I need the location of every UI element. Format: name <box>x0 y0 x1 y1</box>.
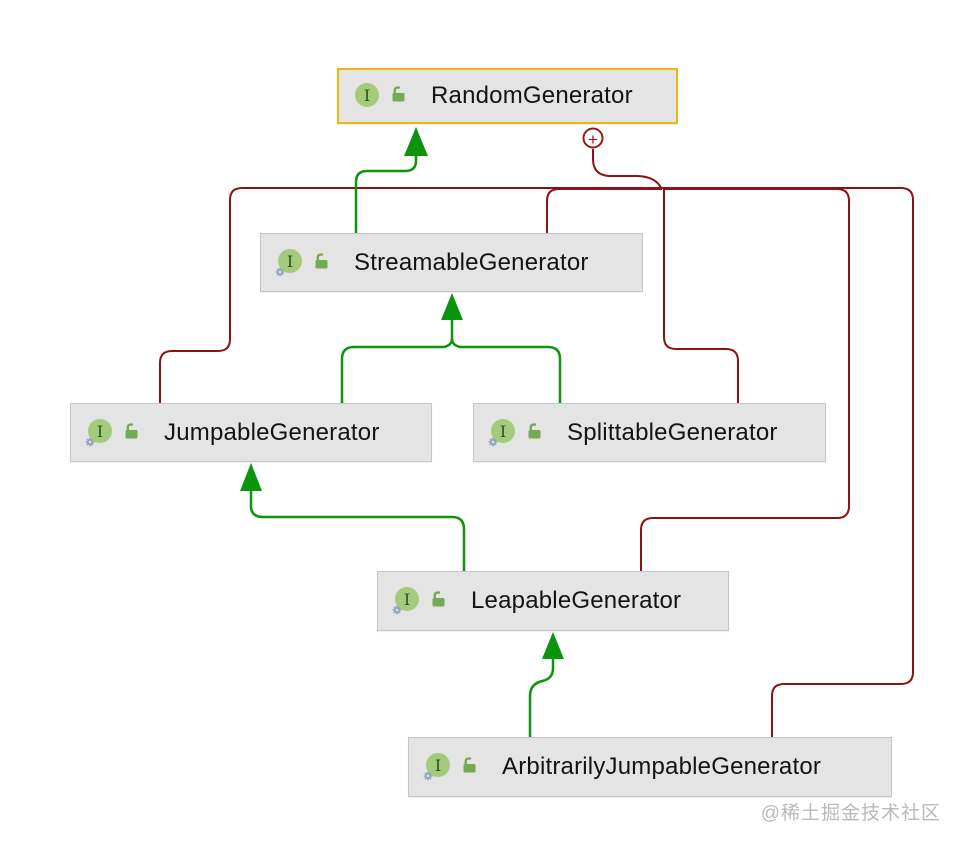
arrowhead-extends-random <box>404 127 428 156</box>
svg-text:+: + <box>588 130 598 149</box>
unlocked-icon <box>528 422 541 438</box>
node-label: LeapableGenerator <box>471 587 682 614</box>
edge-dependency-leapable-to-random <box>640 188 850 571</box>
edge-extends-jumpable-to-streamable <box>340 338 454 403</box>
expander-plus-icon[interactable]: + <box>582 127 604 150</box>
unlocked-icon <box>125 422 138 438</box>
svg-text:I: I <box>287 252 293 271</box>
node-label: ArbitrarilyJumpableGenerator <box>502 753 822 780</box>
node-label: StreamableGenerator <box>354 248 589 276</box>
gear-badge-icon <box>275 267 285 276</box>
arrowhead-extends-leapable <box>542 632 564 659</box>
gear-badge-icon <box>85 437 95 446</box>
arrowhead-extends-streamable <box>441 293 463 320</box>
edge-dependency-arbitrarilyjumpable-to-random <box>664 187 914 737</box>
interface-icon: I <box>355 83 379 107</box>
unlocked-icon <box>392 86 405 102</box>
node-arbitrarilyjumpablegenerator[interactable]: I ArbitrarilyJumpableGenerator <box>408 737 892 797</box>
node-leapablegenerator[interactable]: I LeapableGenerator <box>377 571 729 631</box>
interface-icon: I <box>85 418 112 446</box>
interface-icon: I <box>423 753 450 781</box>
node-randomgenerator[interactable]: I RandomGenerator <box>337 68 678 124</box>
gear-badge-icon <box>423 771 433 781</box>
svg-text:I: I <box>97 422 103 441</box>
node-splittablegenerator[interactable]: I SplittableGenerator <box>473 403 826 462</box>
edge-extends-arbitrarilyjumpable-to-leapable <box>528 658 555 737</box>
node-label: RandomGenerator <box>431 82 633 109</box>
unlocked-icon <box>463 757 476 773</box>
node-streamablegenerator[interactable]: I StreamableGenerator <box>260 233 643 292</box>
edge-dependency-expander-riser <box>592 149 662 189</box>
interface-icon: I <box>275 248 302 276</box>
unlocked-icon <box>315 252 328 268</box>
unlocked-icon <box>432 591 445 607</box>
edge-dependency-jumpable-to-random <box>159 187 903 403</box>
svg-text:I: I <box>364 86 370 105</box>
node-jumpablegenerator[interactable]: I JumpableGenerator <box>70 403 432 462</box>
gear-badge-icon <box>392 605 402 615</box>
svg-text:I: I <box>404 590 410 609</box>
interface-icon: I <box>392 587 419 615</box>
svg-text:I: I <box>500 422 506 441</box>
watermark: @稀土掘金技术社区 <box>760 803 941 824</box>
node-label: SplittableGenerator <box>567 418 778 446</box>
edge-extends-leapable-to-jumpable <box>249 490 466 571</box>
svg-text:I: I <box>435 756 441 775</box>
edge-extends-splittable-to-streamable <box>450 338 562 403</box>
interface-icon: I <box>488 418 515 446</box>
edge-dependency-streamable-to-random <box>546 188 662 233</box>
gear-badge-icon <box>488 437 498 446</box>
node-label: JumpableGenerator <box>164 418 380 446</box>
arrowhead-extends-jumpable <box>240 463 262 491</box>
edge-dependency-splittable-to-random <box>663 189 739 403</box>
edge-extends-streamable-to-random <box>354 155 418 233</box>
